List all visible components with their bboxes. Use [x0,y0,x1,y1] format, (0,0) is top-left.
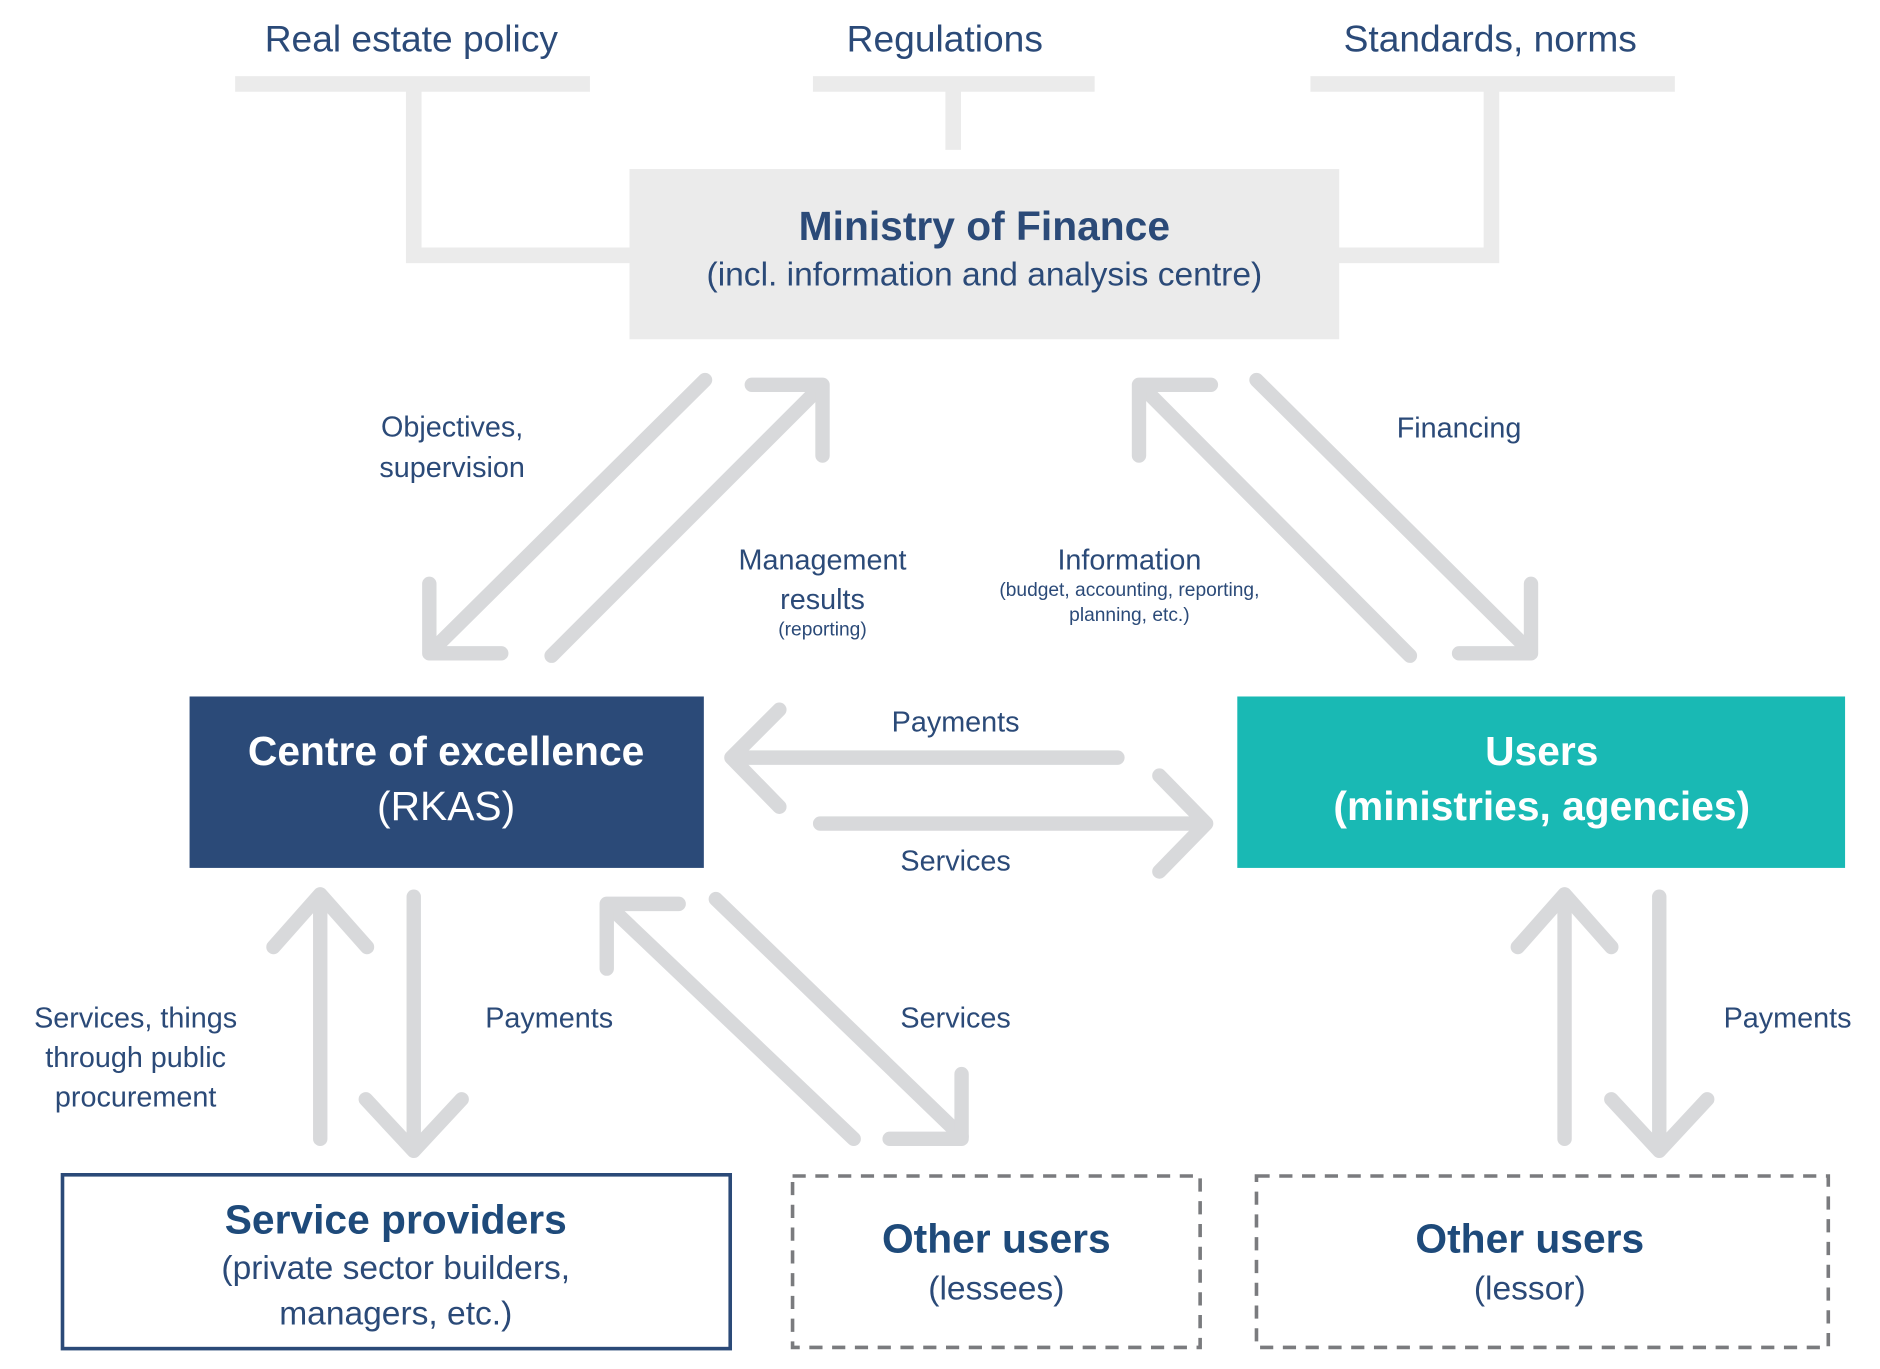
arrow-lessees-to-rkas [599,896,861,1147]
node-service-providers[interactable]: Service providers (private sector builde… [60,1173,733,1351]
node-other-users-lessees[interactable]: Other users (lessees) [790,1174,1202,1350]
node-ministry-of-finance[interactable]: Ministry of Finance (incl. information a… [629,169,1340,340]
label-supervision: supervision [379,452,525,484]
other-users-lessor-title: Other users [1415,1216,1644,1262]
label-payments-left: Payments [485,1002,613,1034]
label-objectives: Objectives, [381,411,523,443]
ministry-subtitle: (incl. information and analysis centre) [707,256,1263,293]
rkas-box [189,696,704,868]
top-input-regulations: Regulations [847,18,1043,60]
label-services-things-1: Services, things [34,1002,237,1034]
connector-standards-norms [1310,76,1675,264]
service-providers-title: Service providers [225,1197,567,1243]
users-title: Users [1485,728,1598,774]
label-services-middle: Services [900,845,1010,877]
other-users-lessor-subtitle: (lessor) [1474,1270,1586,1307]
service-providers-box [60,1173,733,1351]
label-results: results [780,584,865,616]
service-providers-subtitle-1: (private sector builders, [221,1250,570,1287]
label-services-lessees: Services [900,1002,1010,1034]
arrow-services-rkas-to-users [812,768,1214,879]
node-users[interactable]: Users (ministries, agencies) [1237,696,1846,868]
arrow-payments-down [358,889,469,1159]
rkas-title: Centre of excellence [248,728,644,774]
arrow-objectives-supervision [422,372,713,661]
users-subtitle: (ministries, agencies) [1333,783,1750,829]
top-input-standards-norms: Standards, norms [1344,18,1637,60]
label-reporting-note: (reporting) [778,619,866,640]
arrow-services-things-up [266,887,375,1147]
arrow-lessor-up [1510,887,1619,1147]
node-other-users-lessor[interactable]: Other users (lessor) [1254,1174,1831,1350]
arrow-payments-users-to-rkas [724,702,1125,814]
users-box [1237,696,1846,868]
top-input-real-estate-policy: Real estate policy [265,18,559,60]
label-services-things-3: procurement [55,1081,216,1113]
label-information: Information [1057,544,1201,576]
label-payments-middle: Payments [892,706,1020,738]
label-financing: Financing [1397,413,1522,445]
ministry-box [629,169,1340,340]
other-users-lessees-subtitle: (lessees) [928,1270,1064,1307]
label-information-note-2: planning, etc.) [1069,605,1189,626]
arrow-information [1131,377,1418,663]
service-providers-subtitle-2: managers, etc.) [279,1296,512,1333]
arrow-financing [1249,372,1539,661]
connector-regulations [812,76,1095,150]
node-centre-of-excellence[interactable]: Centre of excellence (RKAS) [189,696,704,868]
label-information-note-1: (budget, accounting, reporting, [999,580,1259,601]
label-services-things-2: through public [45,1042,226,1074]
other-users-lessees-title: Other users [882,1216,1111,1262]
arrow-services-to-lessees [708,891,969,1147]
label-management: Management [739,544,907,576]
arrow-payments-to-lessor [1604,889,1715,1159]
other-users-lessees-box [790,1174,1202,1350]
label-payments-right: Payments [1724,1002,1852,1034]
connector-real-estate-policy [235,76,636,264]
ministry-title: Ministry of Finance [799,203,1170,249]
other-users-lessor-box [1254,1174,1831,1350]
arrow-management-results [544,377,830,663]
rkas-subtitle: (RKAS) [377,783,515,829]
